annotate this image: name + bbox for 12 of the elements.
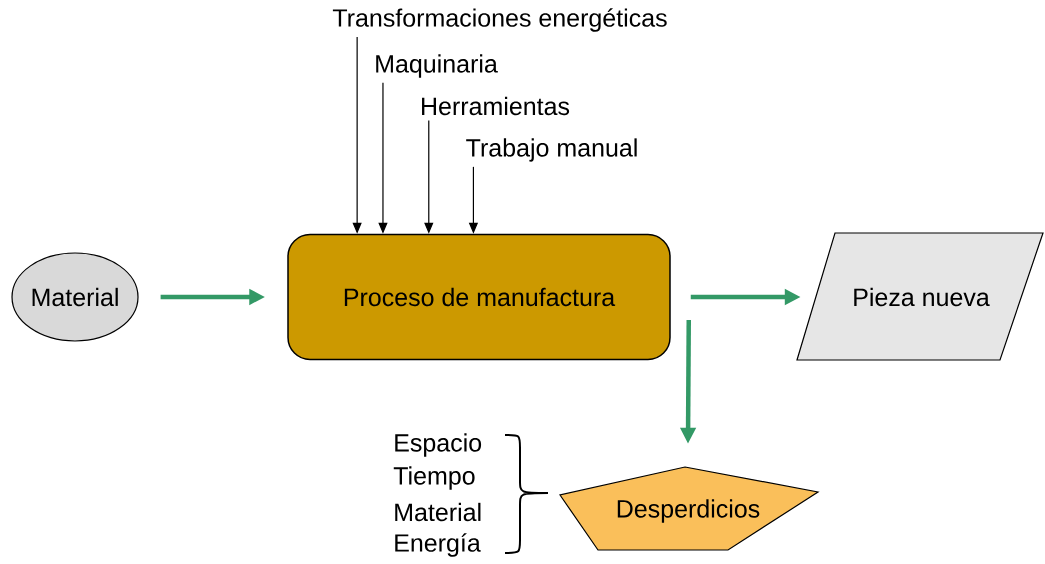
list-item: Espacio xyxy=(395,433,482,457)
list-item: Tiempo xyxy=(393,466,475,490)
parallelogram-node: Pieza nueva xyxy=(796,232,1044,361)
list-item: Material xyxy=(395,502,481,522)
process-box: Proceso de manufactura xyxy=(287,233,671,361)
pentagon-node: Desperdicios xyxy=(559,466,820,551)
input-label: Trabajo manual xyxy=(466,138,637,162)
input-label: Herramientas xyxy=(422,96,570,116)
oval-node: Material xyxy=(11,252,139,342)
input-label: Maquinaria xyxy=(376,54,498,78)
input-label: Transformaciones energéticas xyxy=(332,8,667,32)
list-item: Energía xyxy=(395,533,481,557)
